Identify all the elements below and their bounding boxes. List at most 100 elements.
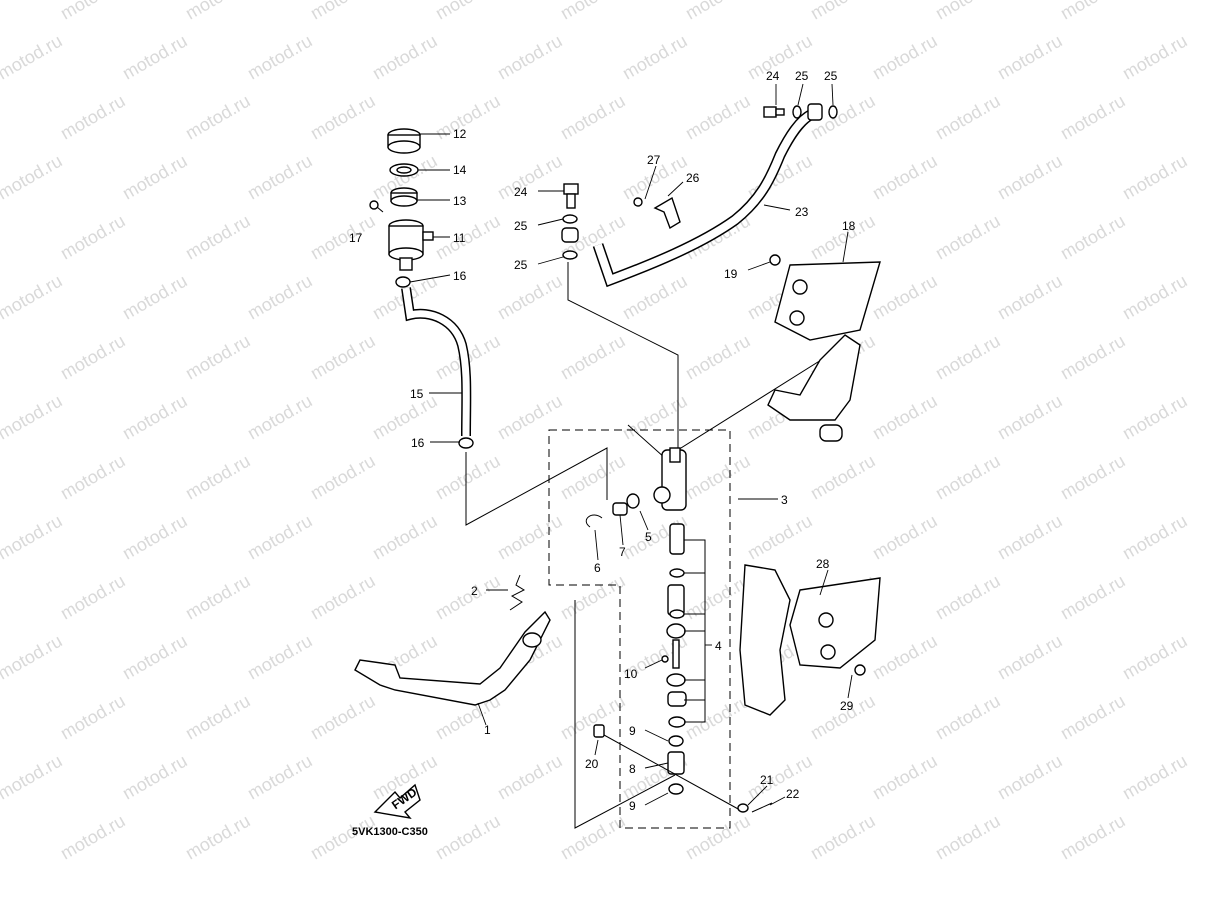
diagram-code: 5VK1300-C350 (352, 826, 428, 838)
hose-joint[interactable] (612, 502, 628, 516)
watermark-text-37: motod.ru (1119, 151, 1191, 204)
reservoir-cap[interactable] (387, 128, 421, 154)
union-bolt-lower[interactable] (563, 183, 579, 209)
nut-lower[interactable] (668, 783, 684, 795)
watermark-text-133: motod.ru (57, 811, 129, 864)
piston-kit[interactable] (666, 523, 687, 728)
watermark-text-8: motod.ru (1057, 0, 1129, 23)
watermark-text-40: motod.ru (307, 211, 379, 264)
callout-6: 6 (594, 561, 601, 575)
copper-washer-a[interactable] (792, 105, 802, 119)
watermark-text-83: motod.ru (932, 451, 1004, 504)
watermark-text-59: motod.ru (307, 331, 379, 384)
watermark-text-71: motod.ru (619, 391, 691, 444)
master-cylinder[interactable] (653, 447, 687, 511)
diaphragm-plate[interactable] (389, 163, 419, 177)
watermark-text-115: motod.ru (182, 691, 254, 744)
watermark-text-139: motod.ru (807, 811, 879, 864)
watermark-text-24: motod.ru (682, 91, 754, 144)
watermark-text-86: motod.ru (119, 511, 191, 564)
watermark-text-116: motod.ru (307, 691, 379, 744)
watermark-text-113: motod.ru (1119, 631, 1191, 684)
brake-pedal[interactable] (354, 610, 551, 706)
watermark-text-80: motod.ru (557, 451, 629, 504)
guide-screw[interactable] (633, 197, 643, 207)
cotter-pin[interactable] (751, 802, 773, 813)
reservoir-screw[interactable] (369, 200, 384, 213)
watermark-text-51: motod.ru (494, 271, 566, 324)
nut-upper[interactable] (668, 735, 684, 747)
watermark-text-35: motod.ru (869, 151, 941, 204)
piston-kit-bracket (684, 539, 706, 723)
union-bolt-upper[interactable] (763, 106, 785, 118)
watermark-text-65: motod.ru (1057, 331, 1129, 384)
diaphragm[interactable] (390, 187, 418, 207)
hose-fitting-top (807, 103, 823, 121)
clevis-pin[interactable] (593, 724, 741, 811)
circlip[interactable] (585, 514, 603, 528)
watermark-text-89: motod.ru (494, 511, 566, 564)
locknut[interactable] (661, 655, 669, 663)
watermark-text-17: motod.ru (994, 31, 1066, 84)
watermark-text-6: motod.ru (807, 0, 879, 23)
hose-clip-upper[interactable] (395, 276, 411, 288)
clevis[interactable] (667, 751, 685, 775)
watermark-text-13: motod.ru (494, 31, 566, 84)
watermark-text-91: motod.ru (744, 511, 816, 564)
callout-3: 3 (781, 493, 788, 507)
callout-29: 29 (840, 699, 854, 713)
callout-10: 10 (624, 667, 638, 681)
watermark-text-85: motod.ru (0, 511, 66, 564)
callouts: 12 14 13 17 11 16 15 16 24 25 25 24 25 2… (349, 69, 856, 813)
watermark-text-0: motod.ru (57, 0, 129, 23)
watermark-text-38: motod.ru (57, 211, 129, 264)
watermark-text-74: motod.ru (994, 391, 1066, 444)
watermark-text-27: motod.ru (1057, 91, 1129, 144)
watermark-text-56: motod.ru (1119, 271, 1191, 324)
plain-washer[interactable] (737, 803, 749, 813)
copper-washer-c[interactable] (562, 214, 578, 224)
callout-21: 21 (760, 773, 774, 787)
callout-13: 13 (453, 194, 467, 208)
o-ring[interactable] (626, 493, 640, 509)
callout-1: 1 (484, 723, 491, 737)
callout-19: 19 (724, 267, 738, 281)
return-spring[interactable] (509, 574, 526, 611)
watermark-text-57: motod.ru (57, 331, 129, 384)
watermark-text-134: motod.ru (182, 811, 254, 864)
copper-washer-b[interactable] (828, 105, 838, 119)
callout-14: 14 (453, 163, 467, 177)
watermark-text-105: motod.ru (119, 631, 191, 684)
watermark-text-3: motod.ru (432, 0, 504, 23)
hose-guide[interactable] (653, 196, 681, 230)
watermark-text-32: motod.ru (494, 151, 566, 204)
watermark-text-55: motod.ru (994, 271, 1066, 324)
callout-11: 11 (453, 231, 466, 245)
callout-9-lower: 9 (629, 799, 636, 813)
callout-17: 17 (349, 231, 363, 245)
hose-clip-lower[interactable] (458, 437, 474, 449)
footrest-bracket-front[interactable] (789, 577, 881, 669)
watermark-text-69: motod.ru (369, 391, 441, 444)
watermark-text-93: motod.ru (994, 511, 1066, 564)
watermark-text-121: motod.ru (932, 691, 1004, 744)
footpeg-linkage (767, 334, 861, 421)
callout-20: 20 (585, 757, 599, 771)
watermark-text-47: motod.ru (0, 271, 66, 324)
watermark-text-141: motod.ru (1057, 811, 1129, 864)
callout-28: 28 (816, 557, 830, 571)
watermark-text-9: motod.ru (0, 31, 66, 84)
copper-washer-d[interactable] (562, 250, 578, 260)
footrest-bracket-rear[interactable] (774, 261, 881, 341)
watermark-text-119: motod.ru (682, 691, 754, 744)
watermark-text-131: motod.ru (994, 751, 1066, 804)
bracket-bolt-upper[interactable] (769, 254, 781, 266)
watermark-text-21: motod.ru (307, 91, 379, 144)
watermark-text-1: motod.ru (182, 0, 254, 23)
reservoir-tank[interactable] (388, 219, 434, 271)
bracket-bolt-lower[interactable] (854, 664, 866, 676)
watermark-text-29: motod.ru (119, 151, 191, 204)
watermark-text-11: motod.ru (244, 31, 316, 84)
watermark-text-79: motod.ru (432, 451, 504, 504)
watermark-text-92: motod.ru (869, 511, 941, 564)
